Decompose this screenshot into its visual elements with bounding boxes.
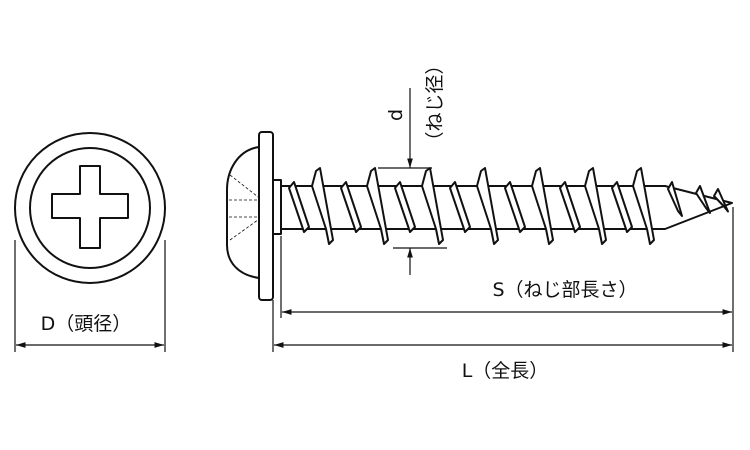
thread-crest bbox=[366, 167, 389, 245]
thread-tip-crest bbox=[667, 181, 683, 217]
thread-back-flank bbox=[504, 181, 526, 233]
thread-diameter-dimension bbox=[378, 88, 447, 275]
head-inner-circle bbox=[29, 147, 151, 269]
head-outer-circle bbox=[14, 132, 166, 284]
thread-length-dimension bbox=[280, 207, 734, 352]
thread-diameter-label: （ねじ径） bbox=[424, 55, 446, 150]
head-diameter-dimension bbox=[14, 240, 166, 352]
thread-crest bbox=[311, 167, 334, 245]
recess-hidden-lines bbox=[229, 174, 263, 241]
thread-back-flank bbox=[611, 181, 633, 233]
thread-back-flank bbox=[394, 181, 416, 233]
head-top-view bbox=[14, 132, 166, 284]
screw-side-view bbox=[226, 131, 733, 301]
total-length-dimension bbox=[272, 300, 732, 352]
thread-tip-crest bbox=[713, 188, 729, 213]
head-diameter-label: D（頭径） bbox=[41, 313, 132, 335]
total-length-label: L（全長） bbox=[462, 360, 549, 382]
thread-back-flank bbox=[559, 181, 581, 233]
thread-crest bbox=[531, 167, 554, 245]
screw-collar bbox=[272, 179, 282, 235]
screw-head-dome bbox=[226, 146, 260, 279]
thread-crest bbox=[476, 167, 499, 245]
phillips-cross-icon bbox=[51, 165, 129, 249]
thread-diameter-symbol: d bbox=[385, 109, 407, 121]
thread-back-flank bbox=[449, 181, 471, 233]
thread-crest bbox=[632, 167, 655, 245]
thread-back-flank bbox=[340, 181, 362, 233]
thread-back-flank bbox=[288, 181, 310, 233]
thread-crest bbox=[584, 167, 607, 245]
thread-length-label: S（ねじ部長さ） bbox=[492, 279, 637, 301]
screw-washer-flange bbox=[258, 131, 274, 301]
thread-tip-crest bbox=[695, 185, 711, 214]
screw-threads bbox=[288, 167, 729, 245]
